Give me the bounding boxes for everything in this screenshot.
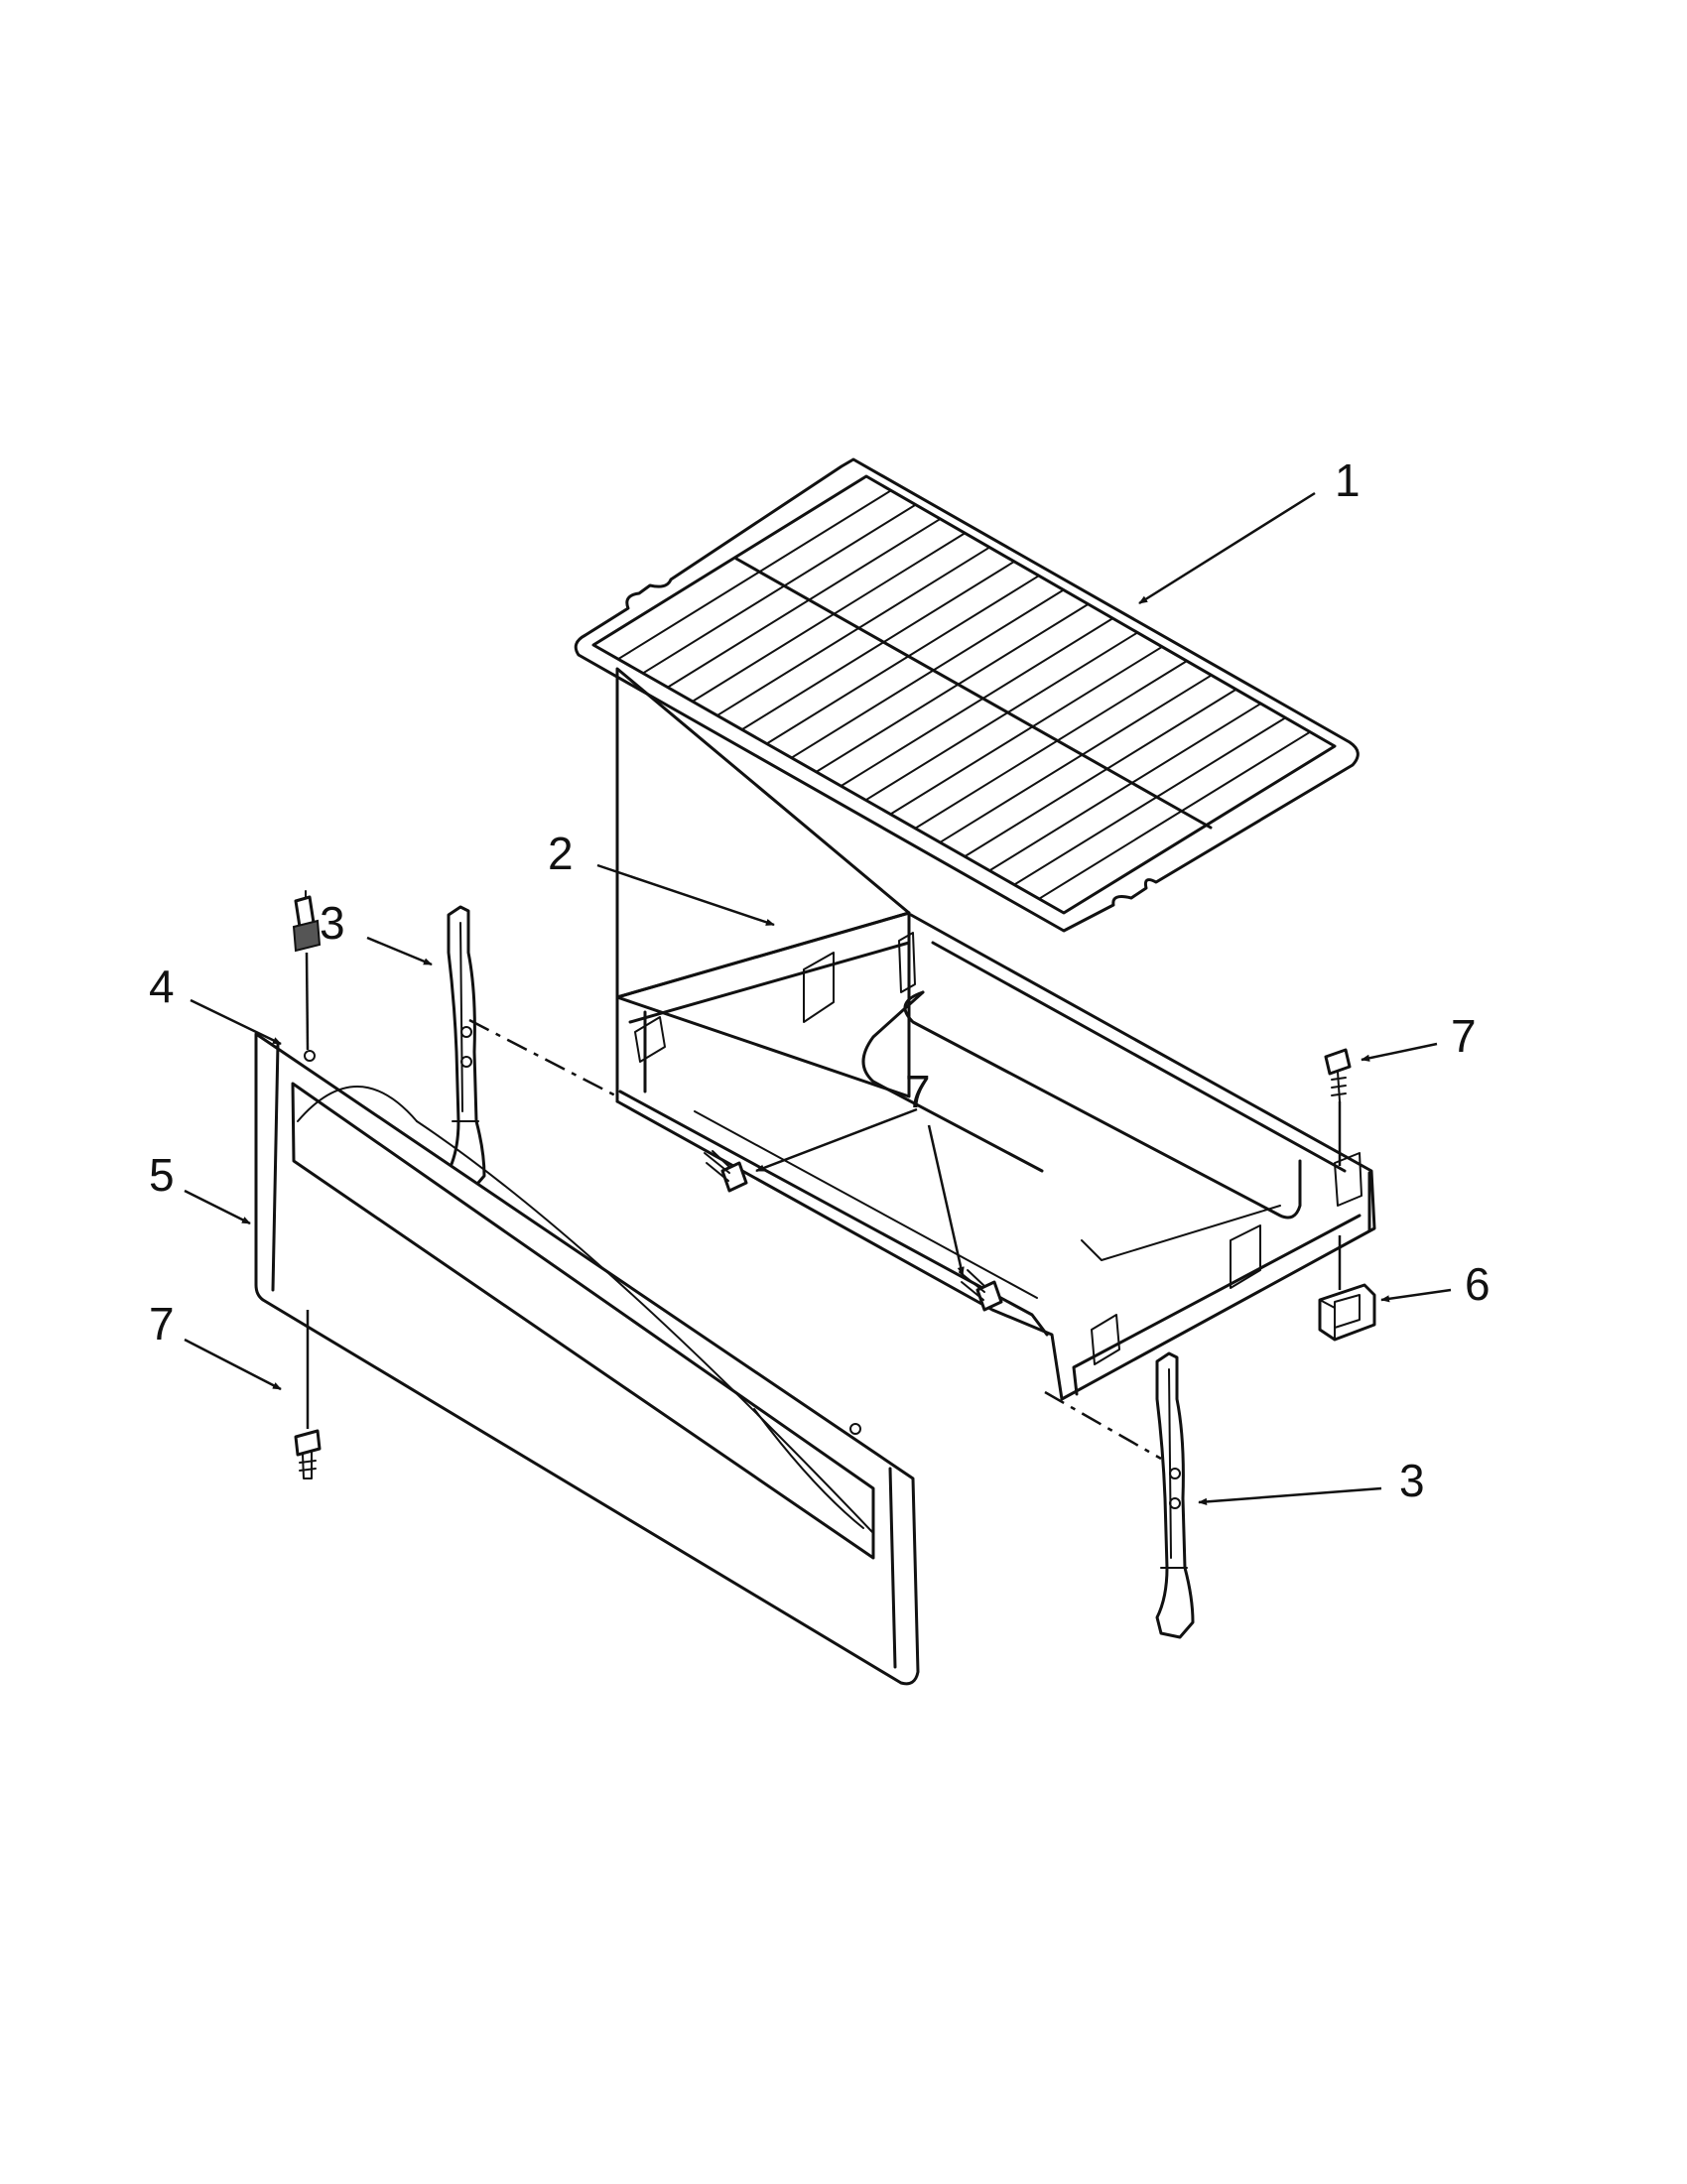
rack-wire-bar [691, 532, 967, 703]
rack-wire-bar [815, 602, 1090, 773]
rack-wire-bar [1038, 730, 1312, 900]
rack-wire-bar [840, 617, 1114, 788]
oven-rack [574, 457, 1360, 933]
callout-2: 2 [548, 828, 574, 879]
rack-wire-bar [641, 503, 917, 675]
drawer-front-panel [254, 1032, 920, 1686]
screw-drawer-center-lower [959, 1269, 1003, 1312]
rack-wire-bar [889, 645, 1164, 816]
callout-7-top-right: 7 [1451, 1010, 1477, 1062]
rack-wire-bar [790, 588, 1065, 759]
rack-wire-bar [988, 703, 1262, 872]
callout-3-left: 3 [320, 897, 345, 949]
rack-wire-bar [1013, 716, 1287, 886]
drawer-box [615, 667, 1376, 1401]
callout-7-bottom-left: 7 [149, 1298, 175, 1349]
callout-5: 5 [149, 1149, 175, 1201]
rack-wire-bar [715, 546, 991, 717]
callout-7-center: 7 [905, 1066, 931, 1117]
callout-3-right: 3 [1399, 1455, 1425, 1506]
drawer-clip-bracket [1318, 1283, 1376, 1342]
callout-6: 6 [1465, 1258, 1491, 1310]
rack-wire-bar [939, 674, 1213, 843]
rack-wire-bars [616, 489, 1312, 900]
screw-drawer-center-upper [704, 1150, 748, 1193]
rack-wire-bar [765, 575, 1040, 745]
rack-wire-bar [740, 560, 1016, 731]
screw-drawer-front-bottom [294, 1429, 322, 1479]
callout-4: 4 [149, 961, 175, 1012]
rack-wire-bar [864, 631, 1139, 802]
rack-wire-bar [666, 517, 942, 689]
callout-1: 1 [1335, 454, 1361, 506]
rack-wire-bar [914, 660, 1188, 830]
screw-top-right [1324, 1048, 1352, 1102]
drawer-stud [292, 890, 322, 953]
rack-wire-bar [616, 489, 892, 661]
drawer-glide-right [1155, 1351, 1195, 1639]
rack-wire-bar [964, 688, 1237, 858]
